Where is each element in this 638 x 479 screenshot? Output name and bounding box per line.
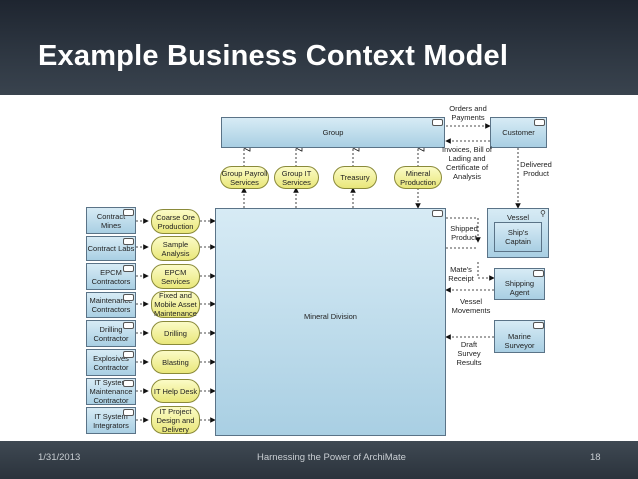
- service-epcm: EPCM Services: [151, 264, 200, 289]
- service-it-project: IT Project Design and Delivery: [151, 406, 200, 434]
- flow-mates-receipt: Mate's Receipt: [448, 265, 474, 283]
- actor-icon: [123, 238, 134, 245]
- contractor-it-integrators: IT System Integrators: [86, 407, 136, 434]
- actor-icon: [534, 119, 545, 126]
- service-label: Mineral Production: [400, 168, 436, 187]
- slide-footer-title: Harnessing the Power of ArchiMate: [257, 452, 406, 463]
- contractor-label: Contract Mines: [96, 211, 126, 230]
- marine-surveyor-label: Marine Surveyor: [504, 331, 535, 350]
- slide-footer: [0, 441, 638, 479]
- actor-icon: [432, 210, 443, 217]
- flow-shipped-product: Shipped Product: [450, 224, 478, 242]
- actor-icon: [123, 294, 134, 301]
- service-label: EPCM Services: [161, 267, 190, 286]
- service-label: Group IT Services: [281, 168, 312, 187]
- mineral-division-actor: Mineral Division: [215, 208, 446, 436]
- service-label: Treasury: [340, 173, 370, 182]
- actor-icon: [123, 380, 134, 387]
- service-label: Sample Analysis: [161, 239, 190, 258]
- service-mineral-production: Mineral Production: [394, 166, 442, 189]
- contractor-label: IT System Maintenance Contractor: [89, 378, 133, 405]
- actor-icon: [123, 322, 134, 329]
- group-label: Group: [322, 128, 344, 137]
- customer-label: Customer: [502, 128, 535, 137]
- contractor-contract-labs: Contract Labs: [86, 236, 136, 261]
- actor-icon: [432, 119, 443, 126]
- slide-date: 1/31/2013: [38, 452, 81, 463]
- flow-delivered-product: Delivered Product: [520, 160, 552, 178]
- actor-icon: [123, 351, 134, 358]
- group-actor: Group: [221, 117, 445, 148]
- service-group-it: Group IT Services: [274, 166, 319, 189]
- service-label: IT Help Desk: [153, 386, 198, 396]
- service-it-help-desk: IT Help Desk: [151, 379, 200, 403]
- service-sample-analysis: Sample Analysis: [151, 236, 200, 261]
- flow-vessel-movements: Vessel Movements: [451, 297, 491, 315]
- vessel-label: Vessel: [506, 213, 530, 222]
- service-label: Blasting: [162, 357, 189, 367]
- contractor-label: Explosives Contractor: [93, 353, 129, 372]
- service-label: Drilling: [164, 328, 187, 338]
- service-asset-maintenance: Fixed and Mobile Asset Maintenance: [151, 291, 200, 318]
- contractor-label: EPCM Contractors: [91, 267, 131, 286]
- service-label: Fixed and Mobile Asset Maintenance: [154, 291, 197, 318]
- contractor-label: Maintenance Contractors: [89, 296, 133, 314]
- flow-invoices: Invoices, Bill of Lading and Certificate…: [441, 145, 493, 181]
- mineral-division-label: Mineral Division: [304, 311, 357, 321]
- actor-icon: [533, 322, 544, 329]
- location-pin-icon: ⚲: [540, 209, 546, 218]
- flow-draft-survey: Draft Survey Results: [456, 340, 482, 367]
- slide-title: Example Business Context Model: [38, 40, 509, 72]
- actor-icon: [123, 409, 134, 416]
- ships-captain-role: Ship's Captain: [494, 222, 542, 252]
- service-group-payroll: Group Payroll Services: [220, 166, 269, 189]
- contractor-label: IT System Integrators: [93, 411, 129, 430]
- actor-icon: [533, 270, 544, 277]
- service-treasury: Treasury: [333, 166, 377, 189]
- service-blasting: Blasting: [151, 350, 200, 374]
- flow-orders-payments: Orders and Payments: [449, 104, 487, 122]
- page-number: 18: [590, 452, 601, 463]
- service-label: IT Project Design and Delivery: [156, 406, 195, 434]
- contractor-contract-mines: Contract Mines: [86, 207, 136, 234]
- actor-icon: [123, 209, 134, 216]
- ships-captain-label: Ship's Captain: [505, 228, 531, 246]
- actor-icon: [123, 265, 134, 272]
- slide-header: [0, 0, 638, 95]
- service-label: Group Payroll Services: [221, 168, 268, 187]
- contractor-label: Contract Labs: [87, 244, 135, 253]
- service-coarse-ore: Coarse Ore Production: [151, 209, 200, 234]
- service-label: Coarse Ore Production: [156, 212, 195, 231]
- service-drilling: Drilling: [151, 321, 200, 345]
- contractor-label: Drilling Contractor: [93, 324, 129, 343]
- shipping-agent-label: Shipping Agent: [504, 279, 535, 297]
